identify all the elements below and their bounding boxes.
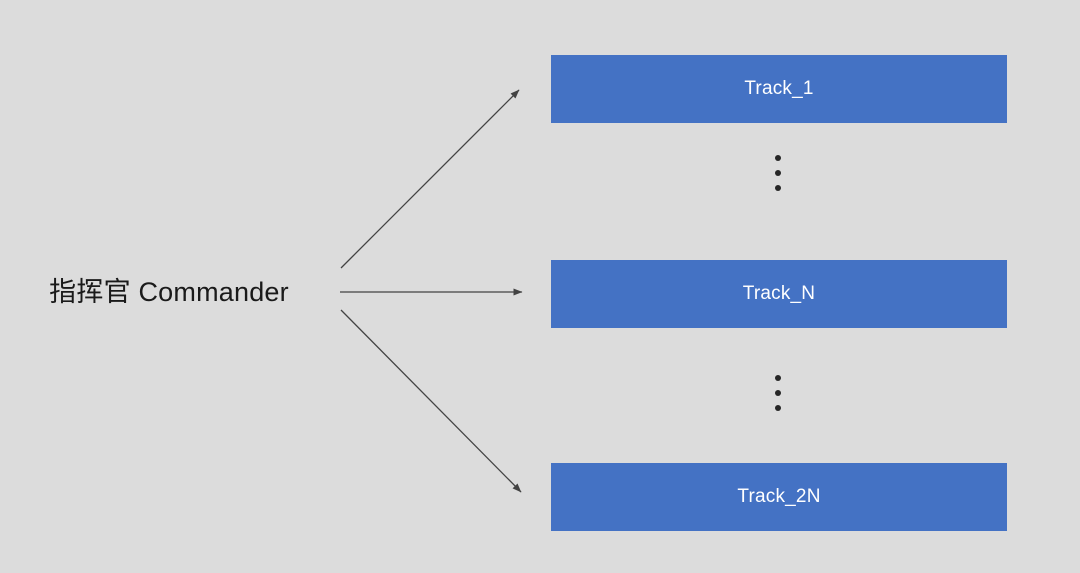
commander-node[interactable]: 指挥官 Commander <box>24 273 314 311</box>
ellipsis-dot <box>775 185 781 191</box>
track-node-track-n[interactable]: Track_N <box>551 260 1007 328</box>
edge-commander-to-track-1 <box>340 89 520 269</box>
edge-commander-to-track-2n <box>340 309 522 493</box>
track-node-label: Track_N <box>742 283 816 304</box>
track-node-track-2n[interactable]: Track_2N <box>551 463 1007 531</box>
ellipsis-lower <box>771 375 785 411</box>
ellipsis-upper <box>771 155 785 191</box>
track-node-track-1[interactable]: Track_1 <box>551 55 1007 123</box>
ellipsis-dot <box>775 155 781 161</box>
ellipsis-dot <box>775 390 781 396</box>
ellipsis-dot <box>775 170 781 176</box>
ellipsis-dot <box>775 405 781 411</box>
track-node-label: Track_2N <box>737 486 821 507</box>
track-node-label: Track_1 <box>744 78 814 99</box>
ellipsis-dot <box>775 375 781 381</box>
commander-label: 指挥官 Commander <box>49 277 289 307</box>
